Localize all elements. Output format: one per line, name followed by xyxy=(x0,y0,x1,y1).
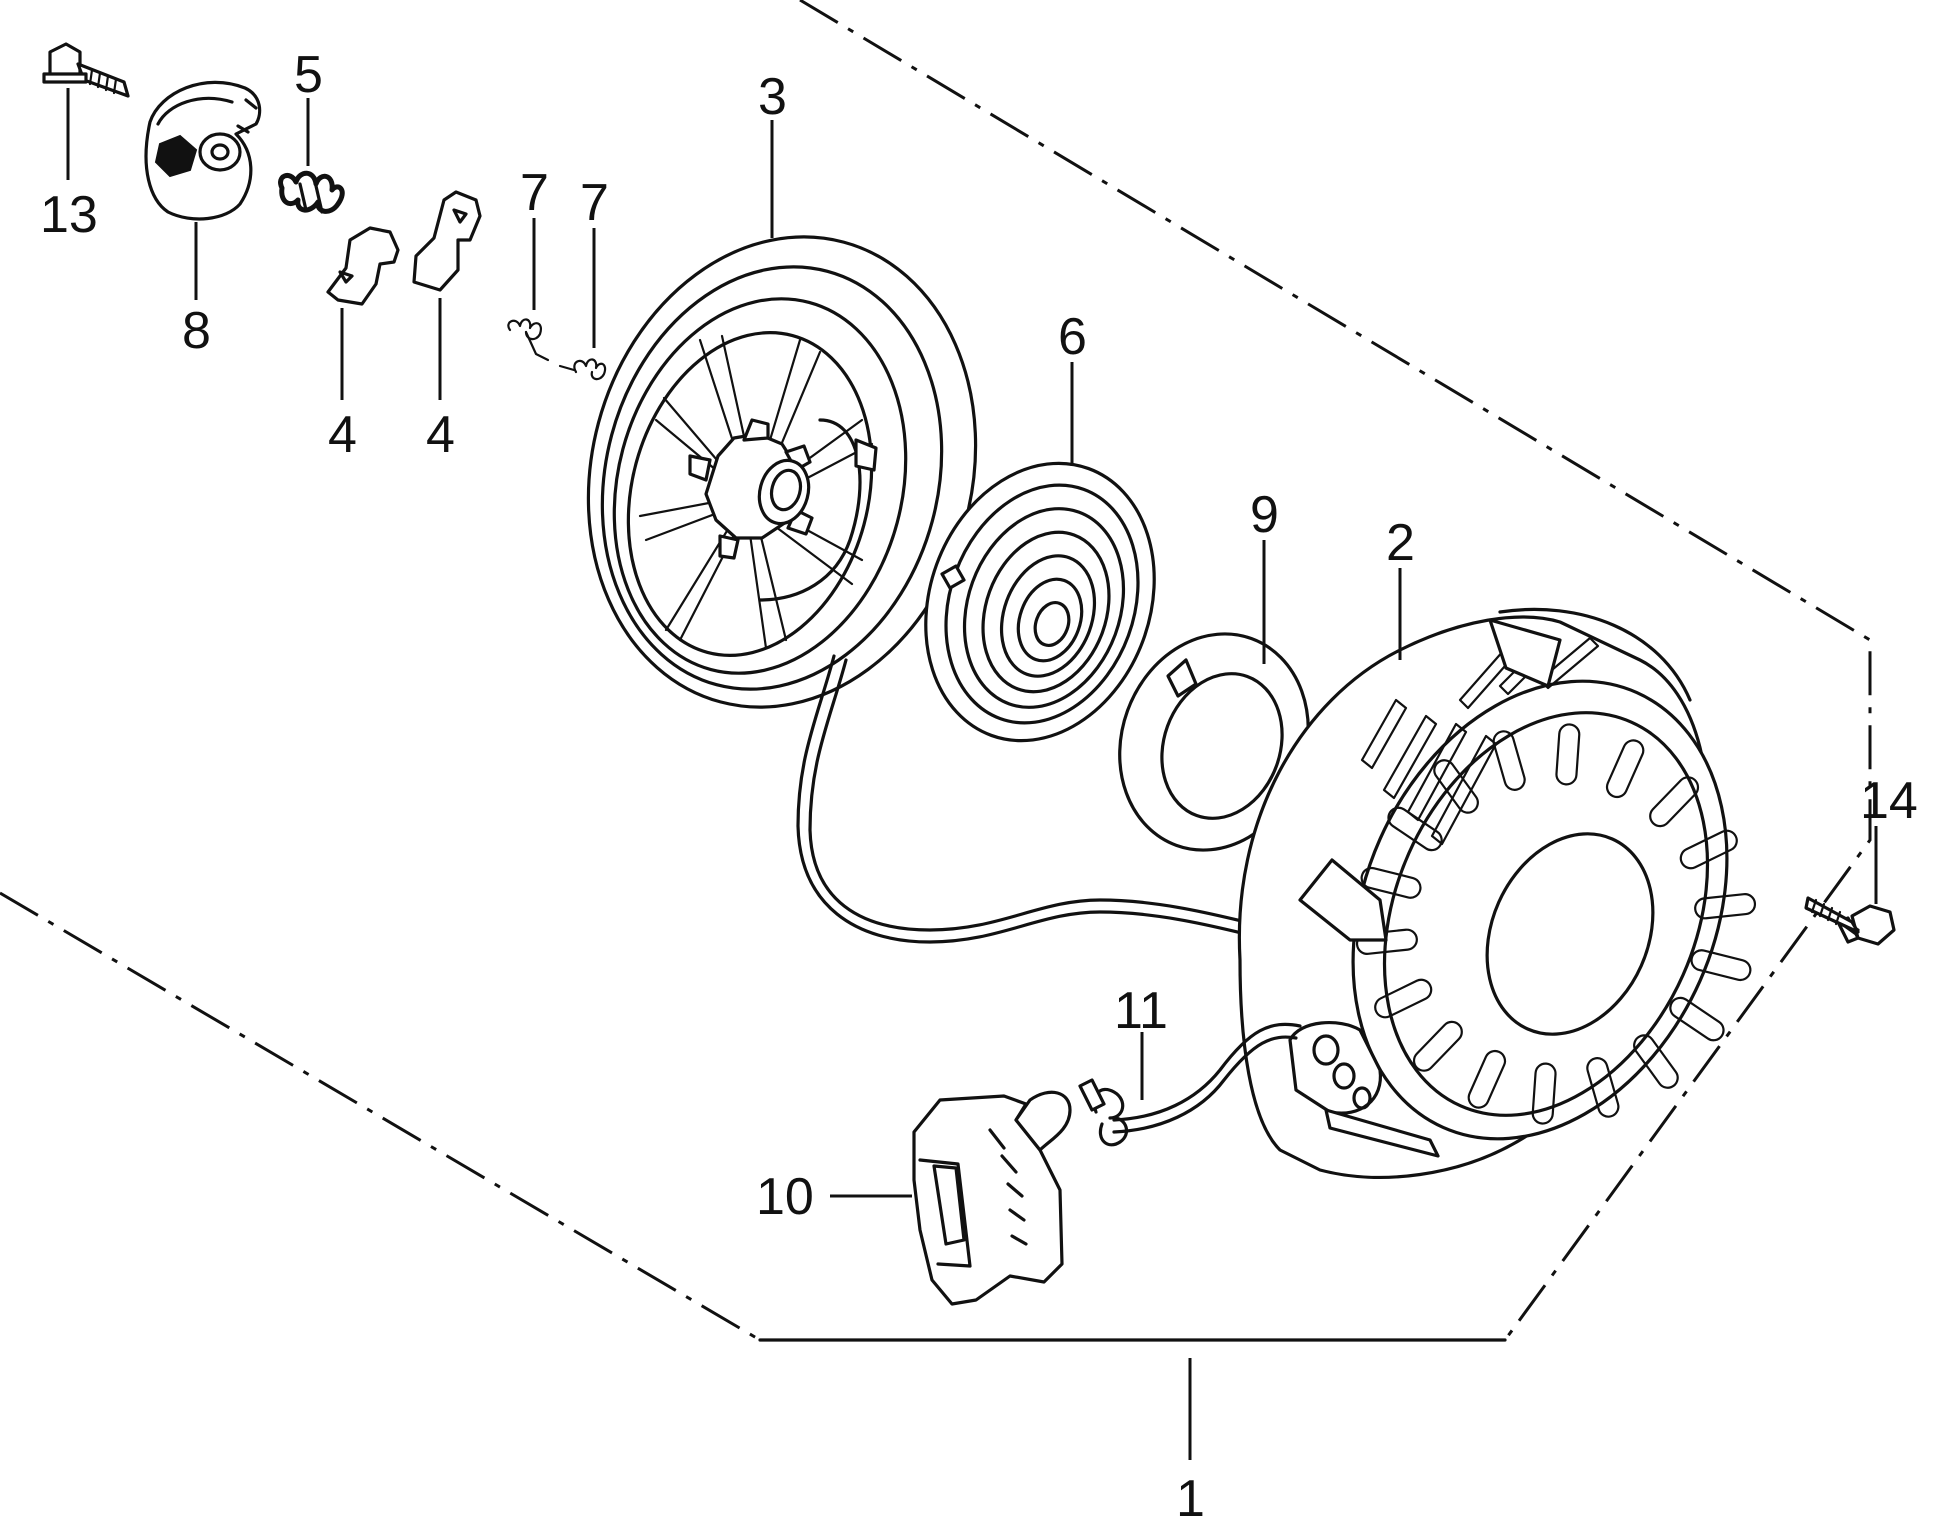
rope-knot-11 xyxy=(1078,1022,1302,1147)
starter-grip-10 xyxy=(830,1090,1072,1306)
bolt-13 xyxy=(42,42,130,180)
spring-5 xyxy=(278,98,345,214)
recoil-spring-6 xyxy=(924,362,1156,743)
ratchet-guide-8 xyxy=(144,80,262,300)
ratchet-pawl-4a xyxy=(326,226,400,400)
callout-13: 13 xyxy=(40,186,98,244)
callout-9: 9 xyxy=(1250,486,1279,544)
spring-case-9 xyxy=(1118,540,1310,852)
assembly-boundary xyxy=(0,0,1872,1460)
callout-5: 5 xyxy=(294,46,323,104)
callout-7b: 7 xyxy=(580,174,609,232)
starter-rope xyxy=(796,654,1248,944)
ratchet-pawl-4b xyxy=(412,190,482,400)
callout-4b: 4 xyxy=(426,406,455,464)
reel-3 xyxy=(586,120,978,709)
bolt-14 xyxy=(1804,826,1896,946)
callout-4a: 4 xyxy=(328,406,357,464)
callout-6: 6 xyxy=(1058,308,1087,366)
callout-10: 10 xyxy=(756,1168,814,1226)
return-spring-7b xyxy=(558,228,607,381)
callout-14: 14 xyxy=(1860,772,1918,830)
callout-8: 8 xyxy=(182,302,211,360)
callout-11: 11 xyxy=(1114,982,1168,1040)
callout-3: 3 xyxy=(758,68,787,126)
callout-1: 1 xyxy=(1176,1470,1205,1526)
callout-labels: 1 2 3 4 4 5 6 7 7 8 9 10 11 13 14 xyxy=(40,46,1918,1526)
starter-case-2 xyxy=(1237,568,1757,1179)
return-spring-7a xyxy=(507,218,550,362)
callout-7a: 7 xyxy=(520,164,549,222)
callout-2: 2 xyxy=(1386,514,1415,572)
